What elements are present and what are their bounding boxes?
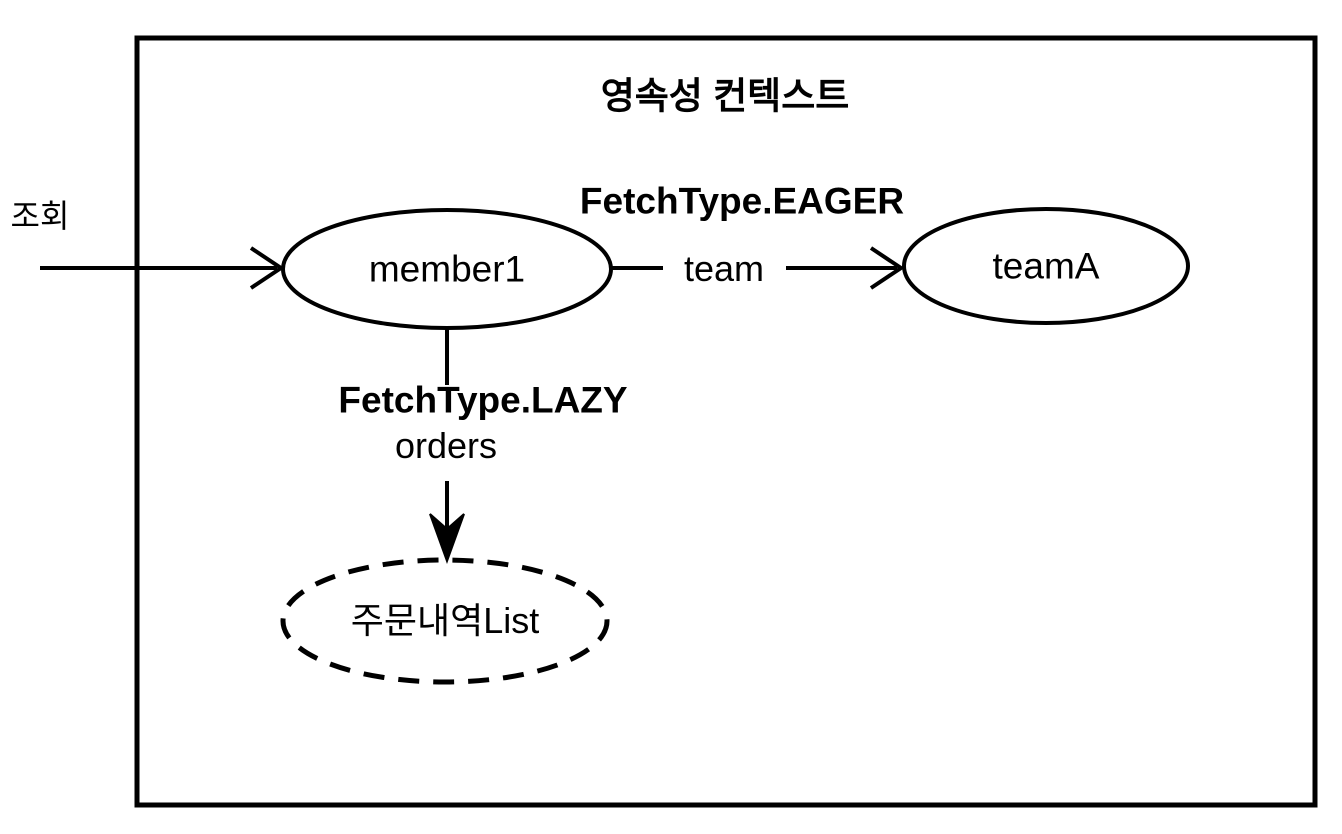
query-arrow-head-icon — [249, 246, 285, 290]
fetch-eager-label: FetchType.EAGER — [579, 180, 905, 222]
diagram-title: 영속성 컨텍스트 — [600, 75, 850, 117]
orders-list-node-label: 주문내역List — [350, 600, 540, 641]
team-edge-arrow-head-icon — [869, 246, 905, 290]
orders-edge-label: orders — [394, 425, 498, 466]
fetch-lazy-label: FetchType.LAZY — [338, 379, 628, 421]
orders-list-node-ellipse — [280, 557, 610, 685]
query-label: 조회 — [10, 198, 70, 234]
team-edge-label: team — [683, 248, 765, 289]
persistence-context-box — [134, 35, 1318, 808]
team-node-ellipse — [902, 207, 1190, 325]
member-node-label: member1 — [368, 248, 526, 290]
team-node-label: teamA — [992, 245, 1100, 287]
orders-edge-arrow-head-icon — [429, 513, 465, 564]
